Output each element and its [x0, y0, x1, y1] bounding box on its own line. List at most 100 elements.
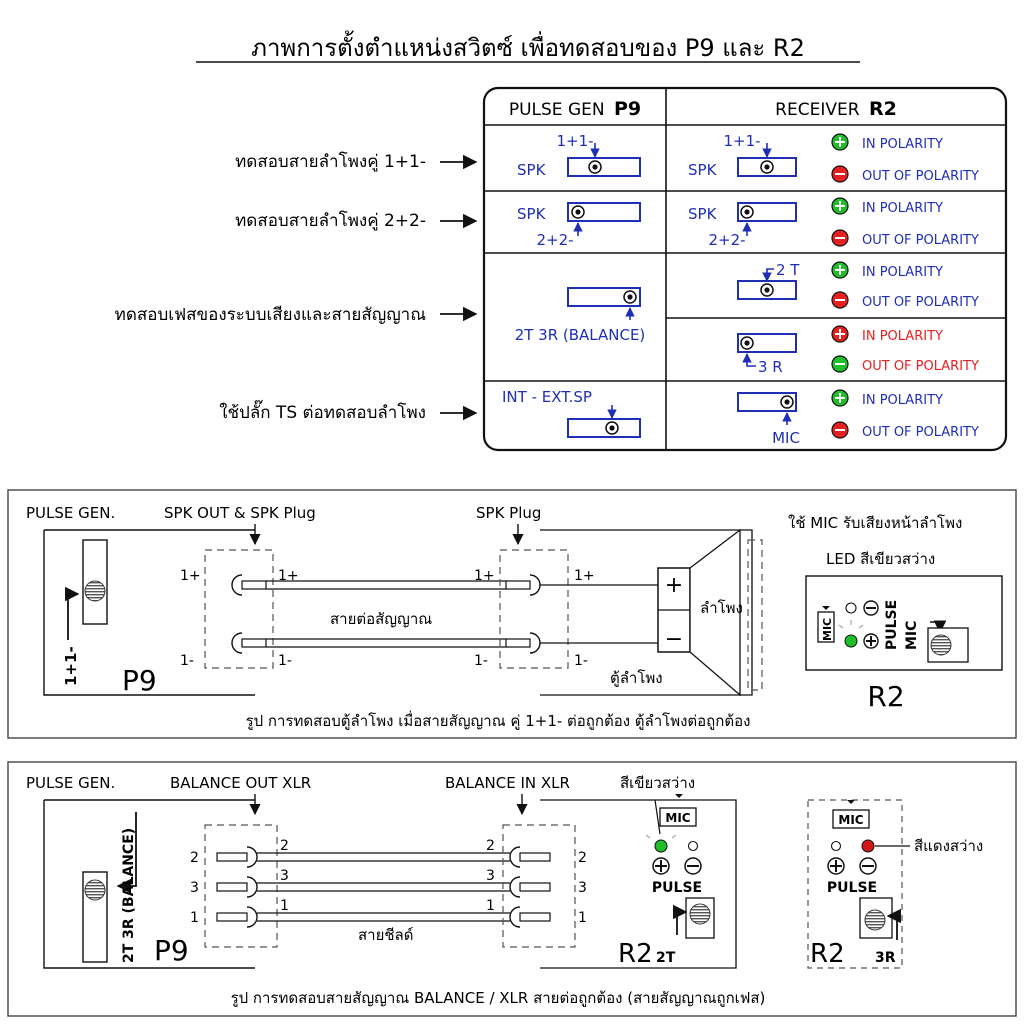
- d1-speaker-label: ลำโพง: [700, 599, 743, 617]
- d1-minus-left: 1-: [180, 653, 194, 669]
- d2-bal-in-label: BALANCE IN XLR: [445, 774, 570, 792]
- in-polarity-label: IN POLARITY: [862, 265, 943, 280]
- out-polarity-label: OUT OF POLARITY: [862, 233, 979, 248]
- p9-speaker-grill-icon: [84, 580, 106, 602]
- out-polarity-label: OUT OF POLARITY: [862, 295, 979, 310]
- d2-mic-label: MIC: [665, 811, 690, 825]
- recv-pos-label-2p2m: 2+2-: [708, 231, 745, 249]
- d2-p9-label: P9: [154, 934, 189, 967]
- d1-led-note: LED สีเขียวสว่าง: [826, 550, 935, 568]
- table-row-1p1m: 1+1- SPK 1+1- SPK IN POLARITY OUT OF POL…: [517, 132, 979, 184]
- in-polarity-label: IN POLARITY: [862, 201, 943, 216]
- out-polarity-label-red: OUT OF POLARITY: [862, 359, 979, 374]
- d1-minus-mid-right: 1-: [474, 653, 488, 669]
- pulse-pos-label-balance: 2T 3R (BALANCE): [515, 326, 646, 344]
- row-label-3: ทดสอบเฟสของระบบเสียงและสายสัญญาณ: [115, 305, 427, 325]
- table-row-int-ext: INT - EXT.SP MIC IN POLARITY OUT OF POLA…: [502, 388, 979, 447]
- d1-mic-note: ใช้ MIC รับเสียงหน้าลำโพง: [788, 514, 962, 532]
- d1-terminal-minus: −: [665, 627, 683, 652]
- table-header-pulse-gen: PULSE GEN P9: [509, 98, 641, 120]
- d2b-pulse-label: PULSE: [827, 880, 877, 896]
- recv-pos-label-2t: 2 T: [776, 261, 800, 279]
- d2-pin1-mid-right: 1: [486, 898, 495, 914]
- d1-plus-right: 1+: [574, 568, 595, 584]
- out-polarity-label: OUT OF POLARITY: [862, 425, 979, 440]
- pulse-gen-model: P9: [614, 98, 641, 120]
- row-label-4: ใช้ปลั๊ก TS ต่อทดสอบลำโพง: [219, 399, 426, 423]
- balance-test-diagram: PULSE GEN. BALANCE OUT XLR BALANCE IN XL…: [7, 761, 1017, 1017]
- d1-green-led-icon: [844, 634, 858, 648]
- d1-caption: รูป การทดสอบตู้ลำโพง เมื่อสายสัญญาณ คู่ …: [246, 710, 751, 730]
- receiver-label: RECEIVER: [775, 100, 860, 120]
- d2-pin1-left: 1: [190, 910, 199, 926]
- d1-minus-mid-left: 1-: [278, 653, 292, 669]
- d1-plus-mid-right: 1+: [474, 568, 495, 584]
- d2-pin1-mid-left: 1: [280, 898, 289, 914]
- d2-pin3-left: 3: [190, 880, 199, 896]
- d2-red-note: สีแดงสว่าง: [914, 837, 983, 855]
- d2-pin2-right: 2: [578, 850, 587, 866]
- d2-green-led-icon: [654, 839, 668, 853]
- d1-mic-vert-label: MIC: [904, 621, 920, 650]
- d2-bal-out-label: BALANCE OUT XLR: [170, 774, 311, 792]
- d2-2t-label: 2T: [656, 950, 676, 966]
- d1-spk-plug-label: SPK Plug: [476, 504, 541, 522]
- pulse-pos-label-2p2m: 2+2-: [536, 231, 573, 249]
- d2b-red-led-icon: [861, 839, 875, 853]
- d2-pin3-mid-left: 3: [280, 868, 289, 884]
- speaker-cone-icon: [689, 528, 741, 697]
- d2-pin3-mid-right: 3: [486, 868, 495, 884]
- pulse-pos-label-int-ext: INT - EXT.SP: [502, 388, 592, 406]
- d2b-mic-label: MIC: [838, 813, 863, 827]
- row-label-2: ทดสอบสายลำโพงคู่ 2+2-: [235, 210, 426, 231]
- table-row-balance: 2T 3R (BALANCE) 2 T IN POLARITY OUT OF P…: [515, 261, 979, 376]
- d1-switch-pos-label: 1+1-: [62, 646, 80, 686]
- pulse-gen-label: PULSE GEN: [509, 100, 605, 120]
- d2-pulse-label: PULSE: [652, 880, 702, 896]
- d2-r2-label: R2: [618, 939, 653, 969]
- pulse-spk-label-1: SPK: [517, 161, 547, 179]
- d2b-r2-mic-grill-icon: [864, 909, 886, 931]
- recv-pos-label-3r: 3 R: [758, 358, 783, 376]
- d1-p9-label: P9: [122, 664, 157, 697]
- page-title: ภาพการตั้งตำแหน่งสวิตซ์ เพื่อทดสอบของ P9…: [251, 30, 805, 62]
- d2-pin1-right: 1: [578, 910, 587, 926]
- recv-spk-label-2: SPK: [688, 205, 718, 223]
- d2-pin2-mid-right: 2: [486, 838, 495, 854]
- d1-r2-label: R2: [867, 680, 904, 713]
- d2-r2-mic-grill-icon: [689, 903, 711, 925]
- d1-plus-left: 1+: [180, 568, 201, 584]
- d1-spk-out-label: SPK OUT & SPK Plug: [164, 504, 316, 522]
- d1-pulse-label: PULSE: [884, 600, 900, 650]
- d2-pin2-left: 2: [190, 850, 199, 866]
- table-header-receiver: RECEIVER R2: [775, 98, 897, 120]
- d2-pin2-mid-left: 2: [280, 838, 289, 854]
- speaker-test-diagram: PULSE GEN. SPK OUT & SPK Plug SPK Plug 1…: [7, 489, 1017, 739]
- recv-pos-label-1p1m: 1+1-: [723, 132, 760, 150]
- in-polarity-label: IN POLARITY: [862, 137, 943, 152]
- recv-spk-label-1: SPK: [688, 161, 718, 179]
- d1-terminal-plus: +: [665, 573, 683, 598]
- in-polarity-label: IN POLARITY: [862, 393, 943, 408]
- d1-r2-mic-grill-icon: [930, 634, 952, 656]
- d2-3r-label: 3R: [875, 950, 896, 966]
- receiver-model: R2: [869, 98, 897, 120]
- d2-caption: รูป การทดสอบสายสัญญาณ BALANCE / XLR สายต…: [231, 989, 766, 1007]
- d2-switch-pos-label: 2T 3R (BALANCE): [121, 828, 137, 963]
- d2-pulse-gen-label: PULSE GEN.: [26, 774, 115, 792]
- table-row-2p2m: SPK 2+2- SPK 2+2- IN POLARITY OUT OF POL…: [517, 197, 979, 249]
- d1-pulse-gen-label: PULSE GEN.: [26, 504, 115, 522]
- d2-pin3-right: 3: [578, 880, 587, 896]
- in-polarity-label-red: IN POLARITY: [862, 329, 943, 344]
- pulse-pos-label-1p1m: 1+1-: [556, 132, 593, 150]
- out-polarity-label: OUT OF POLARITY: [862, 169, 979, 184]
- d2-green-note: สีเขียวสว่าง: [620, 774, 695, 792]
- d2b-r2-label: R2: [810, 939, 845, 969]
- row-labels: ทดสอบสายลำโพงคู่ 1+1- ทดสอบสายลำโพงคู่ 2…: [115, 151, 478, 423]
- row-label-1: ทดสอบสายลำโพงคู่ 1+1-: [235, 151, 426, 172]
- d1-mic-label: MIC: [821, 618, 834, 641]
- switch-table: PULSE GEN P9 RECEIVER R2 1+1- SPK 1+1- S…: [482, 86, 1008, 452]
- pulse-spk-label-2: SPK: [517, 205, 547, 223]
- recv-pos-label-mic: MIC: [772, 429, 800, 447]
